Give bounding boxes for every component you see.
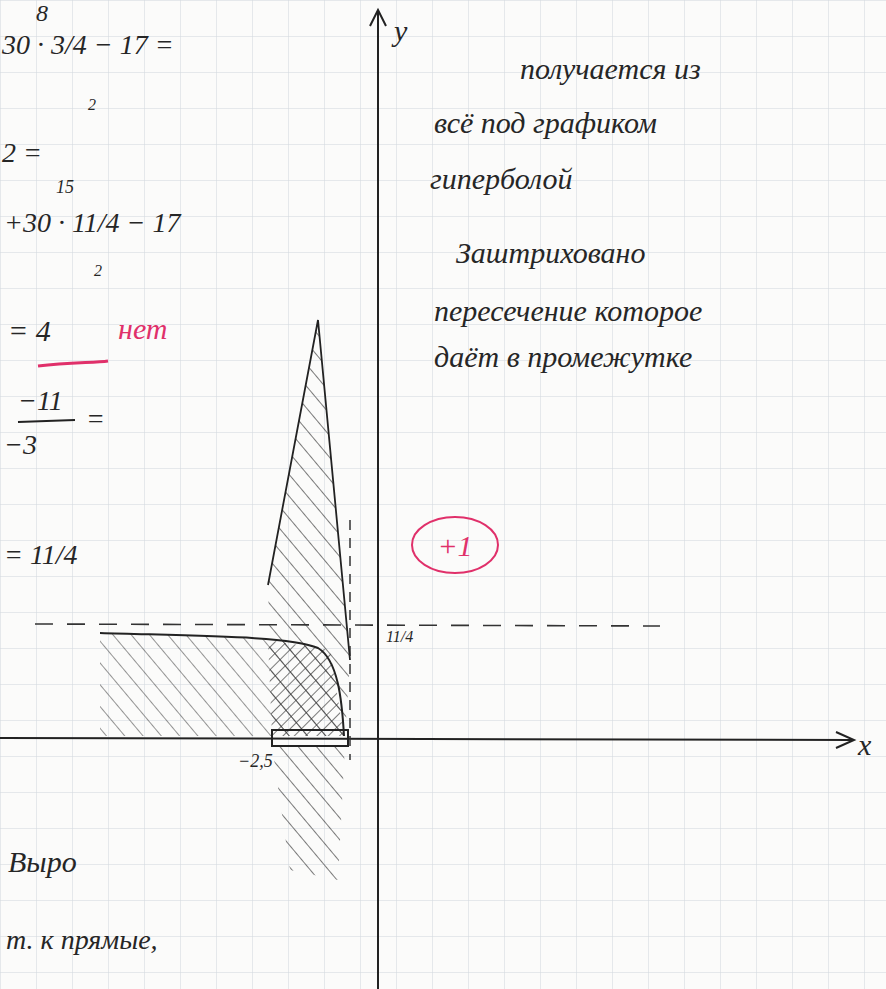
circled-score: +1: [410, 515, 500, 575]
handwritten-note: −11: [18, 386, 63, 417]
x-axis: [0, 738, 852, 740]
handwritten-note: −2,5: [238, 752, 273, 772]
handwritten-note: y: [394, 14, 407, 47]
handwritten-note: пересечение которое: [434, 294, 702, 327]
handwritten-note: 8: [36, 0, 48, 26]
handwritten-note: всё под графиком: [434, 106, 657, 139]
handwritten-note: т. к прямые,: [6, 925, 158, 956]
handwritten-note: +30 · 11/4 − 17: [4, 208, 181, 239]
handwritten-note: получается из: [520, 52, 701, 85]
handwritten-note: Выро: [8, 845, 77, 878]
handwritten-note: 2 =: [2, 138, 42, 169]
score-text: +1: [437, 529, 472, 562]
handwritten-note: Заштриховано: [456, 236, 645, 269]
handwritten-note: 30 · 3/4 − 17 =: [2, 30, 174, 61]
handwritten-note: = 4: [8, 314, 51, 347]
asymptote-line: [349, 520, 351, 760]
handwritten-note: −3: [4, 430, 37, 461]
handwritten-note: =: [86, 404, 105, 435]
handwritten-note: даёт в промежутке: [434, 340, 692, 373]
handwritten-note: нет: [118, 312, 167, 345]
handwritten-note: 15: [56, 178, 74, 198]
handwritten-note: x: [858, 728, 871, 761]
handwritten-note: = 11/4: [4, 540, 78, 571]
y-axis: [377, 12, 379, 989]
handwritten-note: 2: [88, 96, 96, 114]
handwritten-note: гиперболой: [430, 162, 572, 195]
handwritten-note: 11/4: [386, 628, 413, 646]
handwritten-note: 2: [94, 262, 102, 280]
